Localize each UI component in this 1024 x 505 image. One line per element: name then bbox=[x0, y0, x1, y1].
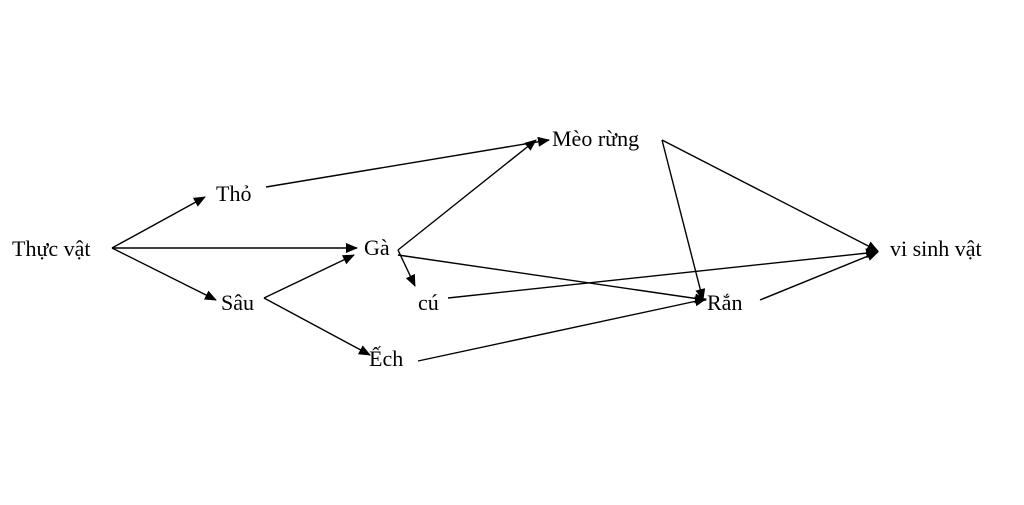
node-thuc-vat: Thực vật bbox=[12, 236, 91, 261]
edge-thuc-vat-to-sau bbox=[111, 247, 217, 301]
edge-sau-to-ech bbox=[263, 297, 371, 356]
node-vi-sinh-vat: vi sinh vật bbox=[890, 236, 982, 261]
edge-meo-rung-to-vi-sinh-vat bbox=[661, 139, 879, 252]
edges-layer bbox=[111, 136, 879, 362]
edge-tho-to-meo-rung bbox=[265, 136, 550, 188]
edge-sau-to-ga bbox=[263, 254, 355, 299]
node-cu: cú bbox=[418, 290, 439, 315]
edge-cu-to-vi-sinh-vat bbox=[447, 248, 878, 299]
edge-ech-to-ran bbox=[417, 296, 707, 362]
node-meo-rung: Mèo rừng bbox=[552, 126, 639, 151]
node-sau: Sâu bbox=[221, 290, 254, 315]
edge-thuc-vat-to-tho bbox=[111, 196, 206, 249]
edge-ga-to-meo-rung bbox=[397, 139, 537, 251]
edge-meo-rung-to-ran bbox=[661, 139, 706, 301]
edge-ran-to-vi-sinh-vat bbox=[759, 251, 879, 301]
node-ran: Rắn bbox=[707, 290, 742, 315]
edge-ga-to-ran bbox=[397, 254, 707, 304]
node-tho: Thỏ bbox=[216, 181, 251, 206]
node-ga: Gà bbox=[364, 235, 390, 260]
nodes-layer: Thực vật Thỏ Sâu Gà cú Ếch Mèo rừng Rắn … bbox=[12, 126, 982, 371]
node-ech: Ếch bbox=[369, 346, 403, 371]
